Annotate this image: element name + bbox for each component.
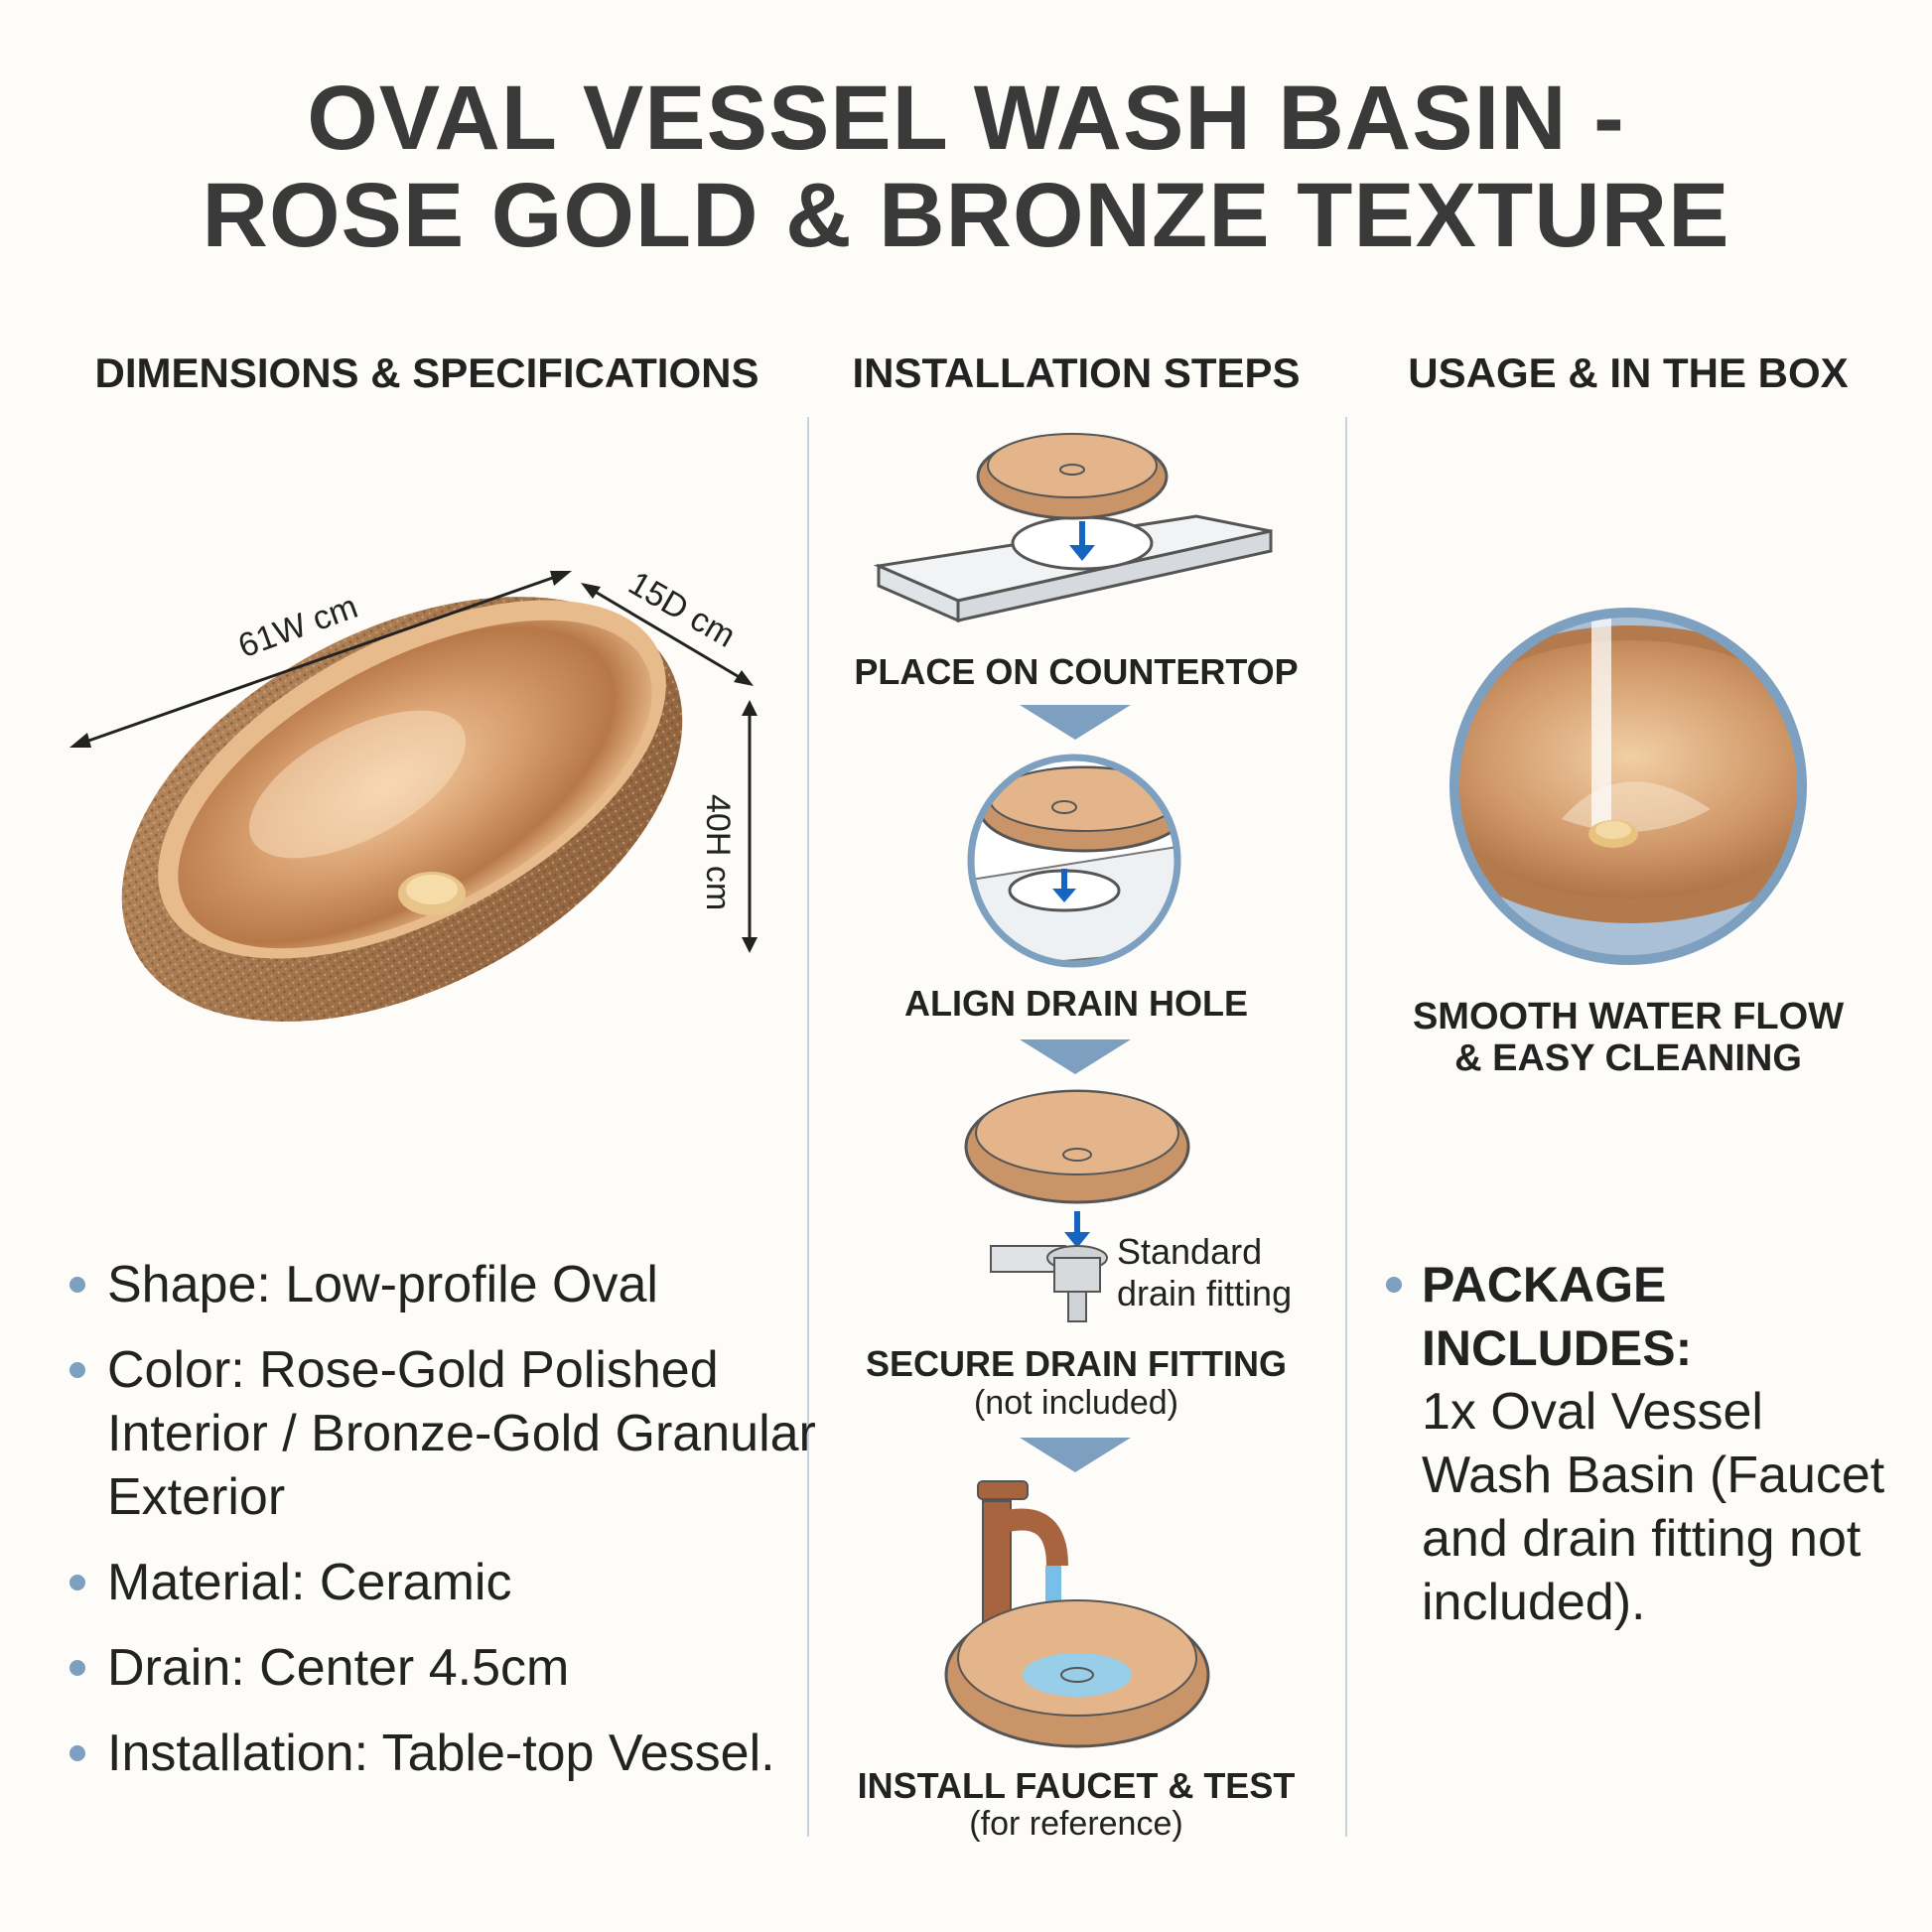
bullet — [69, 1362, 85, 1378]
spec-value: Ceramic — [319, 1554, 512, 1611]
spec-label: Shape: — [107, 1256, 271, 1313]
spec-item-installation: Installation: Table-top Vessel. — [69, 1722, 824, 1785]
title-line-1: OVAL VESSEL WASH BASIN - — [307, 68, 1625, 169]
step-4-label: INSTALL FAUCET & TEST — [857, 1765, 1296, 1806]
fitting-label-line-1: Standard — [1117, 1231, 1263, 1272]
spec-label: Drain: — [107, 1639, 245, 1697]
package-text: 1x Oval Vessel Wash Basin (Faucet and dr… — [1422, 1383, 1885, 1631]
spec-item-drain: Drain: Center 4.5cm — [69, 1636, 824, 1700]
spec-value: Rose-Gold Polished Interior / Bronze-Gol… — [107, 1341, 816, 1526]
step-4-illustration — [944, 1480, 1210, 1748]
column-divider-left — [807, 417, 809, 1837]
bullet — [69, 1745, 85, 1761]
spec-item-material: Material: Ceramic — [69, 1551, 824, 1614]
page-title: OVAL VESSEL WASH BASIN - ROSE GOLD & BRO… — [0, 69, 1932, 264]
spec-label: Color: — [107, 1341, 245, 1399]
usage-caption: SMOOTH WATER FLOW & EASY CLEANING — [1360, 996, 1896, 1079]
step-2-label: ALIGN DRAIN HOLE — [904, 983, 1248, 1024]
usage-heading: USAGE & IN THE BOX — [1408, 349, 1849, 396]
step-1-label: PLACE ON COUNTERTOP — [854, 651, 1299, 692]
step-1-illustration — [873, 433, 1273, 623]
installation-heading: INSTALLATION STEPS — [852, 349, 1301, 396]
step-3-label: SECURE DRAIN FITTING — [865, 1343, 1287, 1384]
depth-arrow — [581, 583, 754, 686]
height-label: 40H cm — [699, 794, 737, 911]
basin-product-image — [121, 597, 683, 1022]
bullet — [69, 1575, 85, 1590]
step-4-note: (for reference) — [969, 1805, 1183, 1843]
width-arrow — [69, 571, 572, 748]
step-arrow-2 — [1020, 1039, 1131, 1074]
column-divider-right — [1345, 417, 1347, 1837]
step-arrow-3 — [1020, 1438, 1131, 1472]
step-3-illustration — [964, 1089, 1190, 1322]
spec-list: Shape: Low-profile Oval Color: Rose-Gold… — [69, 1253, 824, 1807]
step-3-note: (not included) — [973, 1384, 1178, 1422]
usage-caption-line-2: & EASY CLEANING — [1454, 1037, 1802, 1079]
bullet — [69, 1660, 85, 1676]
package-includes: PACKAGE INCLUDES: 1x Oval Vessel Wash Ba… — [1386, 1253, 1902, 1634]
drain-fitting-label: Standard drain fitting — [1117, 1231, 1292, 1314]
title-line-2: ROSE GOLD & BRONZE TEXTURE — [202, 165, 1730, 266]
spec-value: Table-top Vessel. — [381, 1725, 775, 1782]
fitting-label-line-2: drain fitting — [1117, 1273, 1293, 1313]
step-arrow-1 — [1020, 705, 1131, 740]
spec-item-color: Color: Rose-Gold Polished Interior / Bro… — [69, 1338, 824, 1529]
usage-caption-line-1: SMOOTH WATER FLOW — [1412, 996, 1845, 1037]
package-heading: PACKAGE INCLUDES: — [1422, 1257, 1693, 1376]
usage-water-flow-image — [1449, 608, 1807, 965]
bullet — [69, 1277, 85, 1293]
step-2-illustration — [967, 754, 1181, 968]
bullet — [1386, 1277, 1402, 1293]
spec-item-shape: Shape: Low-profile Oval — [69, 1253, 824, 1316]
height-arrow — [742, 700, 758, 953]
spec-label: Installation: — [107, 1725, 369, 1782]
spec-value: Low-profile Oval — [285, 1256, 658, 1313]
dimensions-heading: DIMENSIONS & SPECIFICATIONS — [94, 349, 759, 396]
spec-value: Center 4.5cm — [259, 1639, 570, 1697]
spec-label: Material: — [107, 1554, 306, 1611]
